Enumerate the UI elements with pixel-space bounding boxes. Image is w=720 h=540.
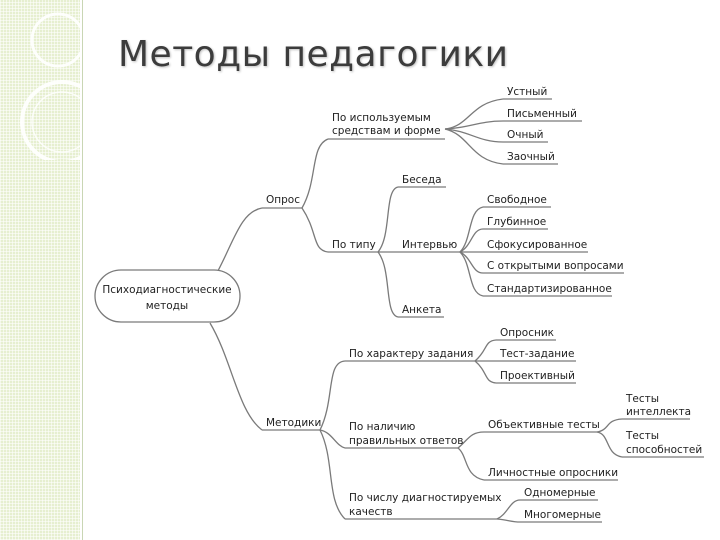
leaf-abilities-line-2: способностей [626,444,702,456]
leaf-pismenny: Письменный [507,108,577,120]
node-anketa: Анкета [402,304,441,316]
node-by-type: По типу [332,239,376,251]
node-opros: Опрос [266,194,300,206]
leaf-svobodnoe: Свободное [487,194,547,206]
underlines [262,98,704,523]
node-by-task: По характеру задания [349,348,473,360]
leaf-abilities-line-1: Тесты [625,430,659,442]
node-by-means-line-2: средствам и форме [332,125,441,137]
connectors [209,98,623,523]
node-by-answers-line-2: правильных ответов [349,435,464,447]
root-node-box [94,269,241,323]
leaf-ochny: Очный [507,129,543,141]
leaf-proektivny: Проективный [500,370,575,382]
node-beseda: Беседа [402,174,442,186]
node-interview: Интервью [402,239,457,251]
node-by-means-line-1: По используемым [332,112,431,124]
leaf-zaochny: Заочный [507,151,555,163]
leaf-ustny: Устный [507,86,547,98]
decorative-rings [20,12,80,160]
node-by-count-line-2: качеств [349,506,393,518]
leaf-mnogomernye: Многомерные [524,509,601,521]
leaf-glubinnoe: Глубинное [487,216,546,228]
root-node-line-2: методы [146,300,188,312]
leaf-intellect-line-1: Тесты [625,393,659,405]
side-divider [82,0,83,540]
node-metodiki: Методики [266,417,321,429]
node-objective-tests: Объективные тесты [488,419,600,431]
leaf-odnomernye: Одномерные [524,487,595,499]
leaf-personal-questionnaires: Личностные опросники [488,467,618,479]
slide-title: Методы педагогики [118,34,509,75]
leaf-sfokusirovannoe: Сфокусированное [487,239,587,251]
leaf-s-otkrytymi: С открытыми вопросами [487,260,624,272]
node-by-answers-line-1: По наличию [349,421,416,433]
leaf-test-zadanie: Тест-задание [499,348,574,360]
leaf-oprosnik: Опросник [500,327,554,339]
node-by-count-line-1: По числу диагностируемых [349,492,502,504]
leaf-standartizirovannoe: Стандартизированное [487,283,612,295]
root-node-line-1: Психодиагностические [102,284,231,296]
leaf-intellect-line-2: интеллекта [626,406,691,418]
